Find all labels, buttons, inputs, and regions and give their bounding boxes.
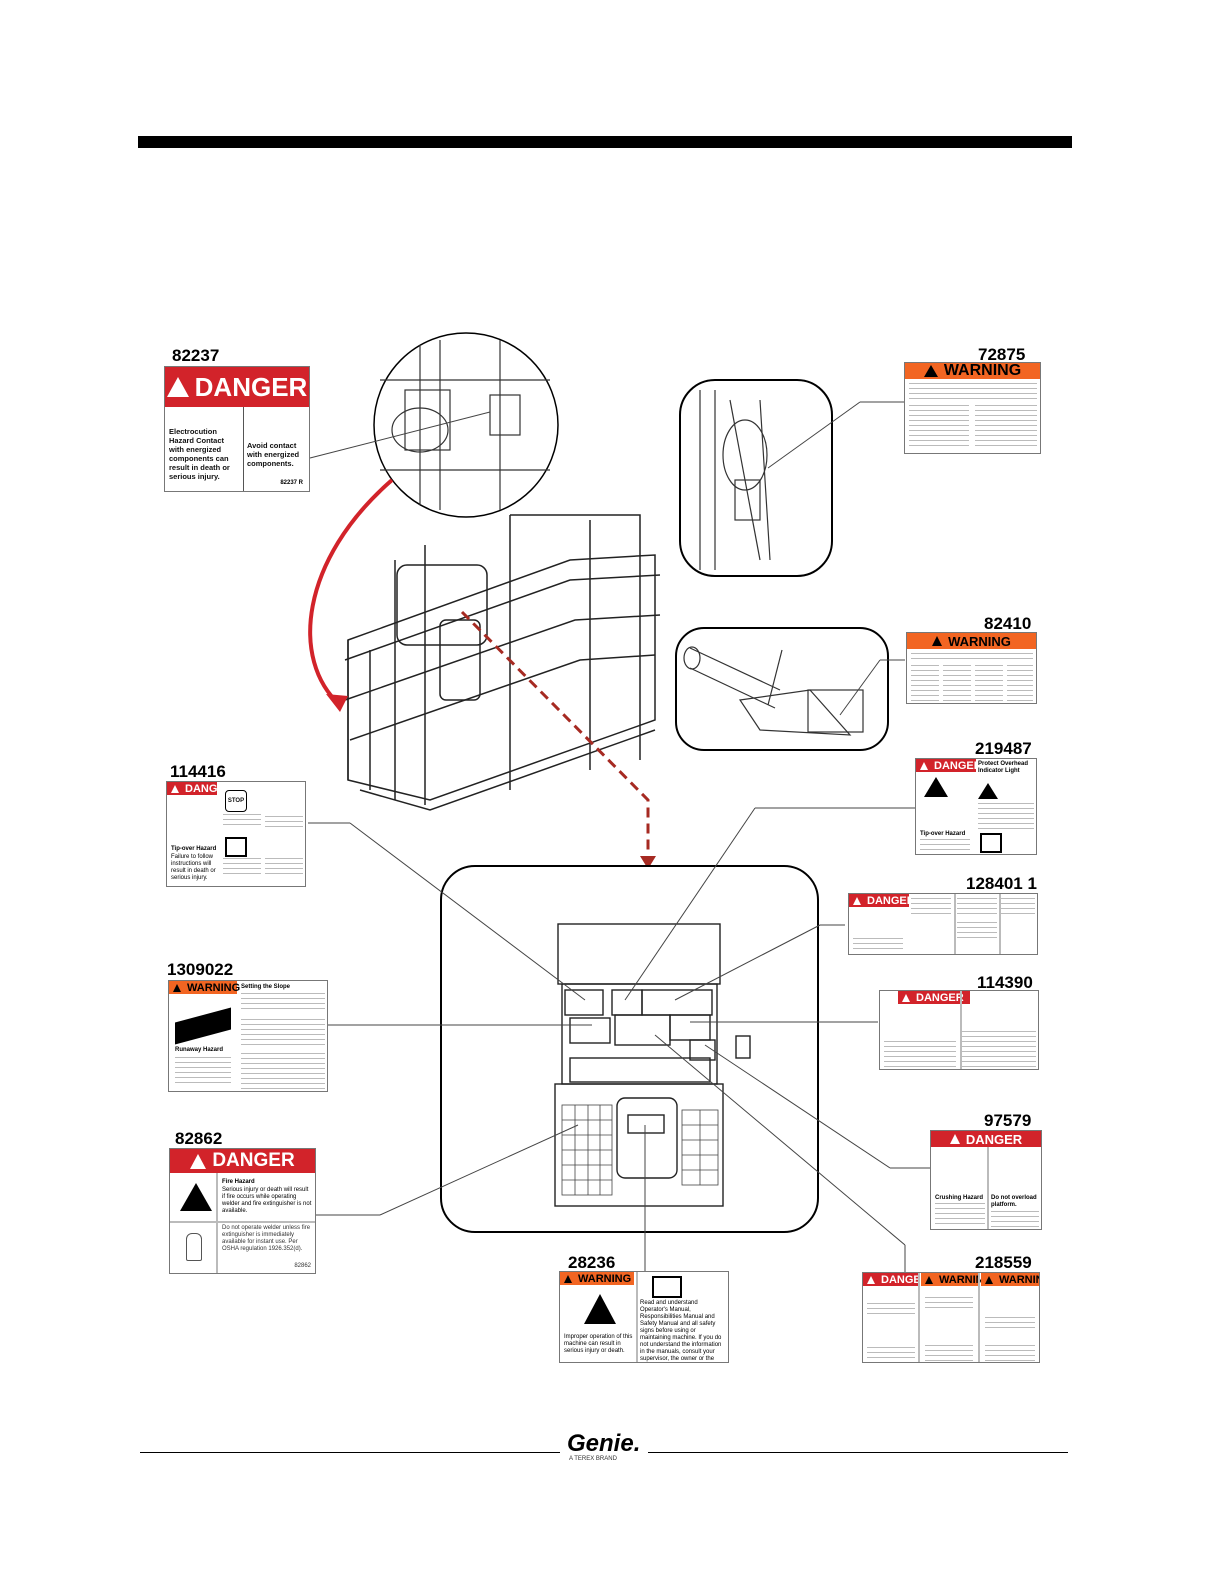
decal-28236-left: Improper operation of this machine can r… xyxy=(564,1334,633,1354)
danger-header: DANGER xyxy=(167,782,233,795)
alert-pictogram-icon xyxy=(584,1294,616,1324)
decal-114416-text2: Failure to follow instructions will resu… xyxy=(171,854,216,881)
manual-book-icon xyxy=(980,833,1002,853)
leader-lines xyxy=(308,401,930,1275)
alert-triangle-icon xyxy=(920,761,928,770)
hazard-pictogram-icon xyxy=(978,783,998,799)
decal-82237-left-text: Electrocution Hazard Contact with energi… xyxy=(169,427,230,481)
alert-triangle-icon xyxy=(564,1274,572,1283)
decal-97579-right: Do not overload platform. xyxy=(991,1195,1037,1208)
detail-box-72875 xyxy=(679,379,833,577)
decal-82862-line3: Do not operate welder unless fire exting… xyxy=(222,1225,311,1252)
part-number-82410: 82410 xyxy=(984,614,1032,633)
part-number-219487: 219487 xyxy=(975,739,1032,758)
runaway-pictogram-icon xyxy=(175,1007,231,1045)
danger-header: DANGER xyxy=(916,759,982,772)
warning-header: WARNING xyxy=(169,981,240,994)
danger-header: DANGER xyxy=(898,991,970,1004)
alert-triangle-icon xyxy=(853,896,861,905)
genie-logo-subtitle: A TEREX BRAND xyxy=(569,1456,617,1462)
red-arrow-curve xyxy=(308,478,394,707)
decal-1309022-hazard: Runaway Hazard xyxy=(175,1047,224,1053)
decal-1309022-heading: Setting the Slope xyxy=(241,984,291,990)
warning-header: WARNING xyxy=(907,633,1036,649)
alert-triangle-icon xyxy=(902,993,910,1002)
part-number-218559: 218559 xyxy=(975,1253,1032,1272)
alert-triangle-icon xyxy=(923,365,938,377)
decal-97579: DANGER Crushing Hazard Do not overload p… xyxy=(930,1130,1042,1230)
decal-82237-code: 82237 R xyxy=(280,480,303,486)
detail-circle-top xyxy=(373,332,559,518)
control-box-frame xyxy=(440,865,819,1233)
decal-114416-text1: Tip-over Hazard xyxy=(171,846,217,852)
danger-header: DANGER xyxy=(863,1273,929,1286)
hazard-pictogram-icon xyxy=(924,777,948,797)
decal-28236-right: Read and understand Operator's Manual, R… xyxy=(640,1300,722,1362)
part-number-114390: 114390 xyxy=(977,973,1033,992)
alert-triangle-icon xyxy=(985,1275,993,1284)
danger-header: DANGER xyxy=(165,367,309,407)
decal-82862-line2: Serious injury or death will result if f… xyxy=(222,1187,312,1214)
part-number-82237: 82237 xyxy=(172,346,220,365)
danger-header: DANGER xyxy=(849,894,915,907)
decal-1309022: WARNING Setting the Slope Runaway Hazard xyxy=(168,980,328,1092)
header-rule xyxy=(138,136,1072,148)
part-number-82862: 82862 xyxy=(175,1129,223,1148)
part-number-72875: 72875 xyxy=(978,345,1026,364)
alert-triangle-icon xyxy=(949,1134,960,1144)
fire-extinguisher-icon xyxy=(186,1233,202,1261)
decal-28236: WARNING Improper operation of this machi… xyxy=(559,1271,729,1363)
alert-triangle-icon xyxy=(171,784,179,793)
stop-sign-icon: STOP xyxy=(225,790,247,812)
decal-114416: DANGER STOP Tip-over Hazard Failure to f… xyxy=(166,781,306,887)
decal-219487-hazard: Tip-over Hazard xyxy=(920,831,966,837)
decal-218559: DANGER WARNING WARNING xyxy=(862,1272,1040,1363)
red-arrow-head xyxy=(326,694,348,712)
alert-triangle-icon xyxy=(867,1275,875,1284)
decal-219487: DANGER Protect Overhead Indicator Light … xyxy=(915,758,1037,855)
decal-82410: WARNING xyxy=(906,632,1037,704)
decal-114390: DANGER xyxy=(879,990,1039,1070)
warning-header: WARNING xyxy=(560,1272,634,1285)
part-number-97579: 97579 xyxy=(984,1111,1032,1130)
decal-82237-right-text: Avoid contact with energized components. xyxy=(247,441,300,468)
alert-triangle-icon xyxy=(166,377,189,397)
decal-82862-code: 82862 xyxy=(294,1263,311,1269)
part-number-114416: 114416 xyxy=(170,762,226,781)
danger-header: DANGER xyxy=(931,1131,1041,1147)
alert-triangle-icon xyxy=(173,983,181,992)
warning-header: WARNING xyxy=(921,1273,992,1286)
manual-book-icon xyxy=(225,837,247,857)
alert-triangle-icon xyxy=(190,1153,207,1169)
part-number-28236: 28236 xyxy=(568,1253,616,1272)
decal-72875: WARNING xyxy=(904,362,1041,454)
control-box-drawing xyxy=(554,923,751,1207)
red-dashed-arrow xyxy=(460,610,650,855)
danger-header: DANGER xyxy=(170,1149,315,1173)
decal-97579-hazard: Crushing Hazard xyxy=(935,1195,984,1201)
fire-pictogram-icon xyxy=(180,1183,212,1211)
warning-header: WARNING xyxy=(905,363,1040,379)
basket-rails xyxy=(344,514,661,811)
part-number-1309022: 1309022 xyxy=(167,960,234,979)
decal-82237: DANGER Electrocution Hazard Contact with… xyxy=(164,366,310,492)
alert-triangle-icon xyxy=(932,636,943,646)
warning-header: WARNING xyxy=(981,1273,1039,1286)
decal-219487-title: Protect Overhead Indicator Light xyxy=(978,761,1029,774)
genie-logo: Genie. xyxy=(567,1430,641,1457)
manual-book-icon xyxy=(652,1276,682,1298)
detail-box-82410 xyxy=(675,627,889,751)
part-number-128401: 128401 1 xyxy=(966,874,1037,893)
decal-128401: DANGER xyxy=(848,893,1038,955)
decal-82862-line1: Fire Hazard xyxy=(222,1179,255,1185)
footer-rule-left xyxy=(140,1452,560,1453)
decal-82862: DANGER Fire Hazard Serious injury or dea… xyxy=(169,1148,316,1274)
alert-triangle-icon xyxy=(925,1275,933,1284)
keypad-grid xyxy=(561,1104,719,1196)
footer-rule-right xyxy=(648,1452,1068,1453)
